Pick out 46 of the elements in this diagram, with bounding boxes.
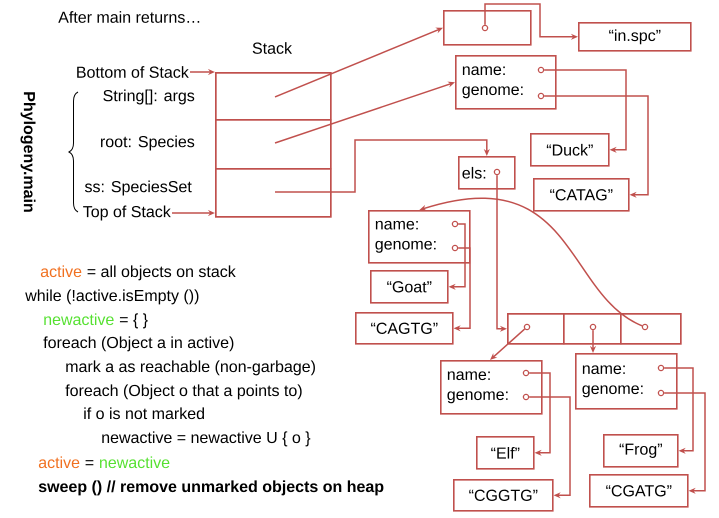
code-fragment: active [40, 265, 82, 278]
field-box: els: [458, 156, 516, 190]
code-fragment: newactive [44, 313, 114, 326]
string-box: “Frog” [603, 434, 679, 468]
arrow [664, 392, 706, 494]
string-box: “CATAG” [533, 178, 630, 212]
vertical-label: Phylogeny.main [20, 92, 36, 212]
string-box: “CGATG” [589, 474, 689, 508]
arrow [544, 69, 627, 153]
code-line: newactive = newactive U { o } [102, 431, 310, 446]
string-box: “in.spc” [578, 22, 692, 52]
object-box: name: genome: [368, 210, 471, 264]
code-line: foreach (Object o that a points to) [65, 384, 302, 400]
field-label: root: Species [101, 136, 194, 150]
code-fragment: = [86, 460, 94, 466]
stack-slot [215, 119, 332, 170]
caption: After main returns… [58, 11, 200, 23]
string-box: “CAGTG” [355, 312, 454, 345]
arrow [529, 396, 571, 498]
string-box: “CGGTG” [453, 479, 554, 512]
stack-slot [215, 72, 332, 121]
field-label: String[]: args [103, 90, 194, 104]
arrow [544, 95, 649, 198]
object-box: name: genome: [455, 55, 557, 110]
code-line: foreach (Object a in active) [43, 336, 234, 352]
arrow [664, 367, 694, 454]
code-line: mark a as reachable (non-garbage) [66, 360, 315, 376]
heading: Stack [252, 42, 292, 54]
stack-label: Top of Stack [83, 206, 171, 220]
object-box: name: genome: [440, 360, 543, 415]
code-line: sweep () // remove unmarked objects on heap [38, 480, 384, 496]
code-fragment: newactive [100, 456, 170, 468]
arrow [529, 372, 551, 456]
field-label: ss: SpeciesSet [84, 180, 192, 196]
code-fragment: active [38, 456, 80, 468]
stack-label: Bottom of Stack [77, 66, 189, 78]
arrow [275, 139, 490, 193]
code-line: while (!active.isEmpty ()) [25, 289, 198, 304]
stack-slot [215, 168, 332, 218]
string-box: “Goat” [370, 270, 449, 304]
string-box: “Elf” [476, 436, 535, 470]
code-fragment: = all objects on stack [88, 265, 236, 280]
code-line: if o is not marked [84, 407, 204, 420]
code-fragment: = { } [120, 313, 148, 328]
string-box: “Duck” [530, 133, 610, 167]
object-box: name: genome: [575, 353, 678, 410]
